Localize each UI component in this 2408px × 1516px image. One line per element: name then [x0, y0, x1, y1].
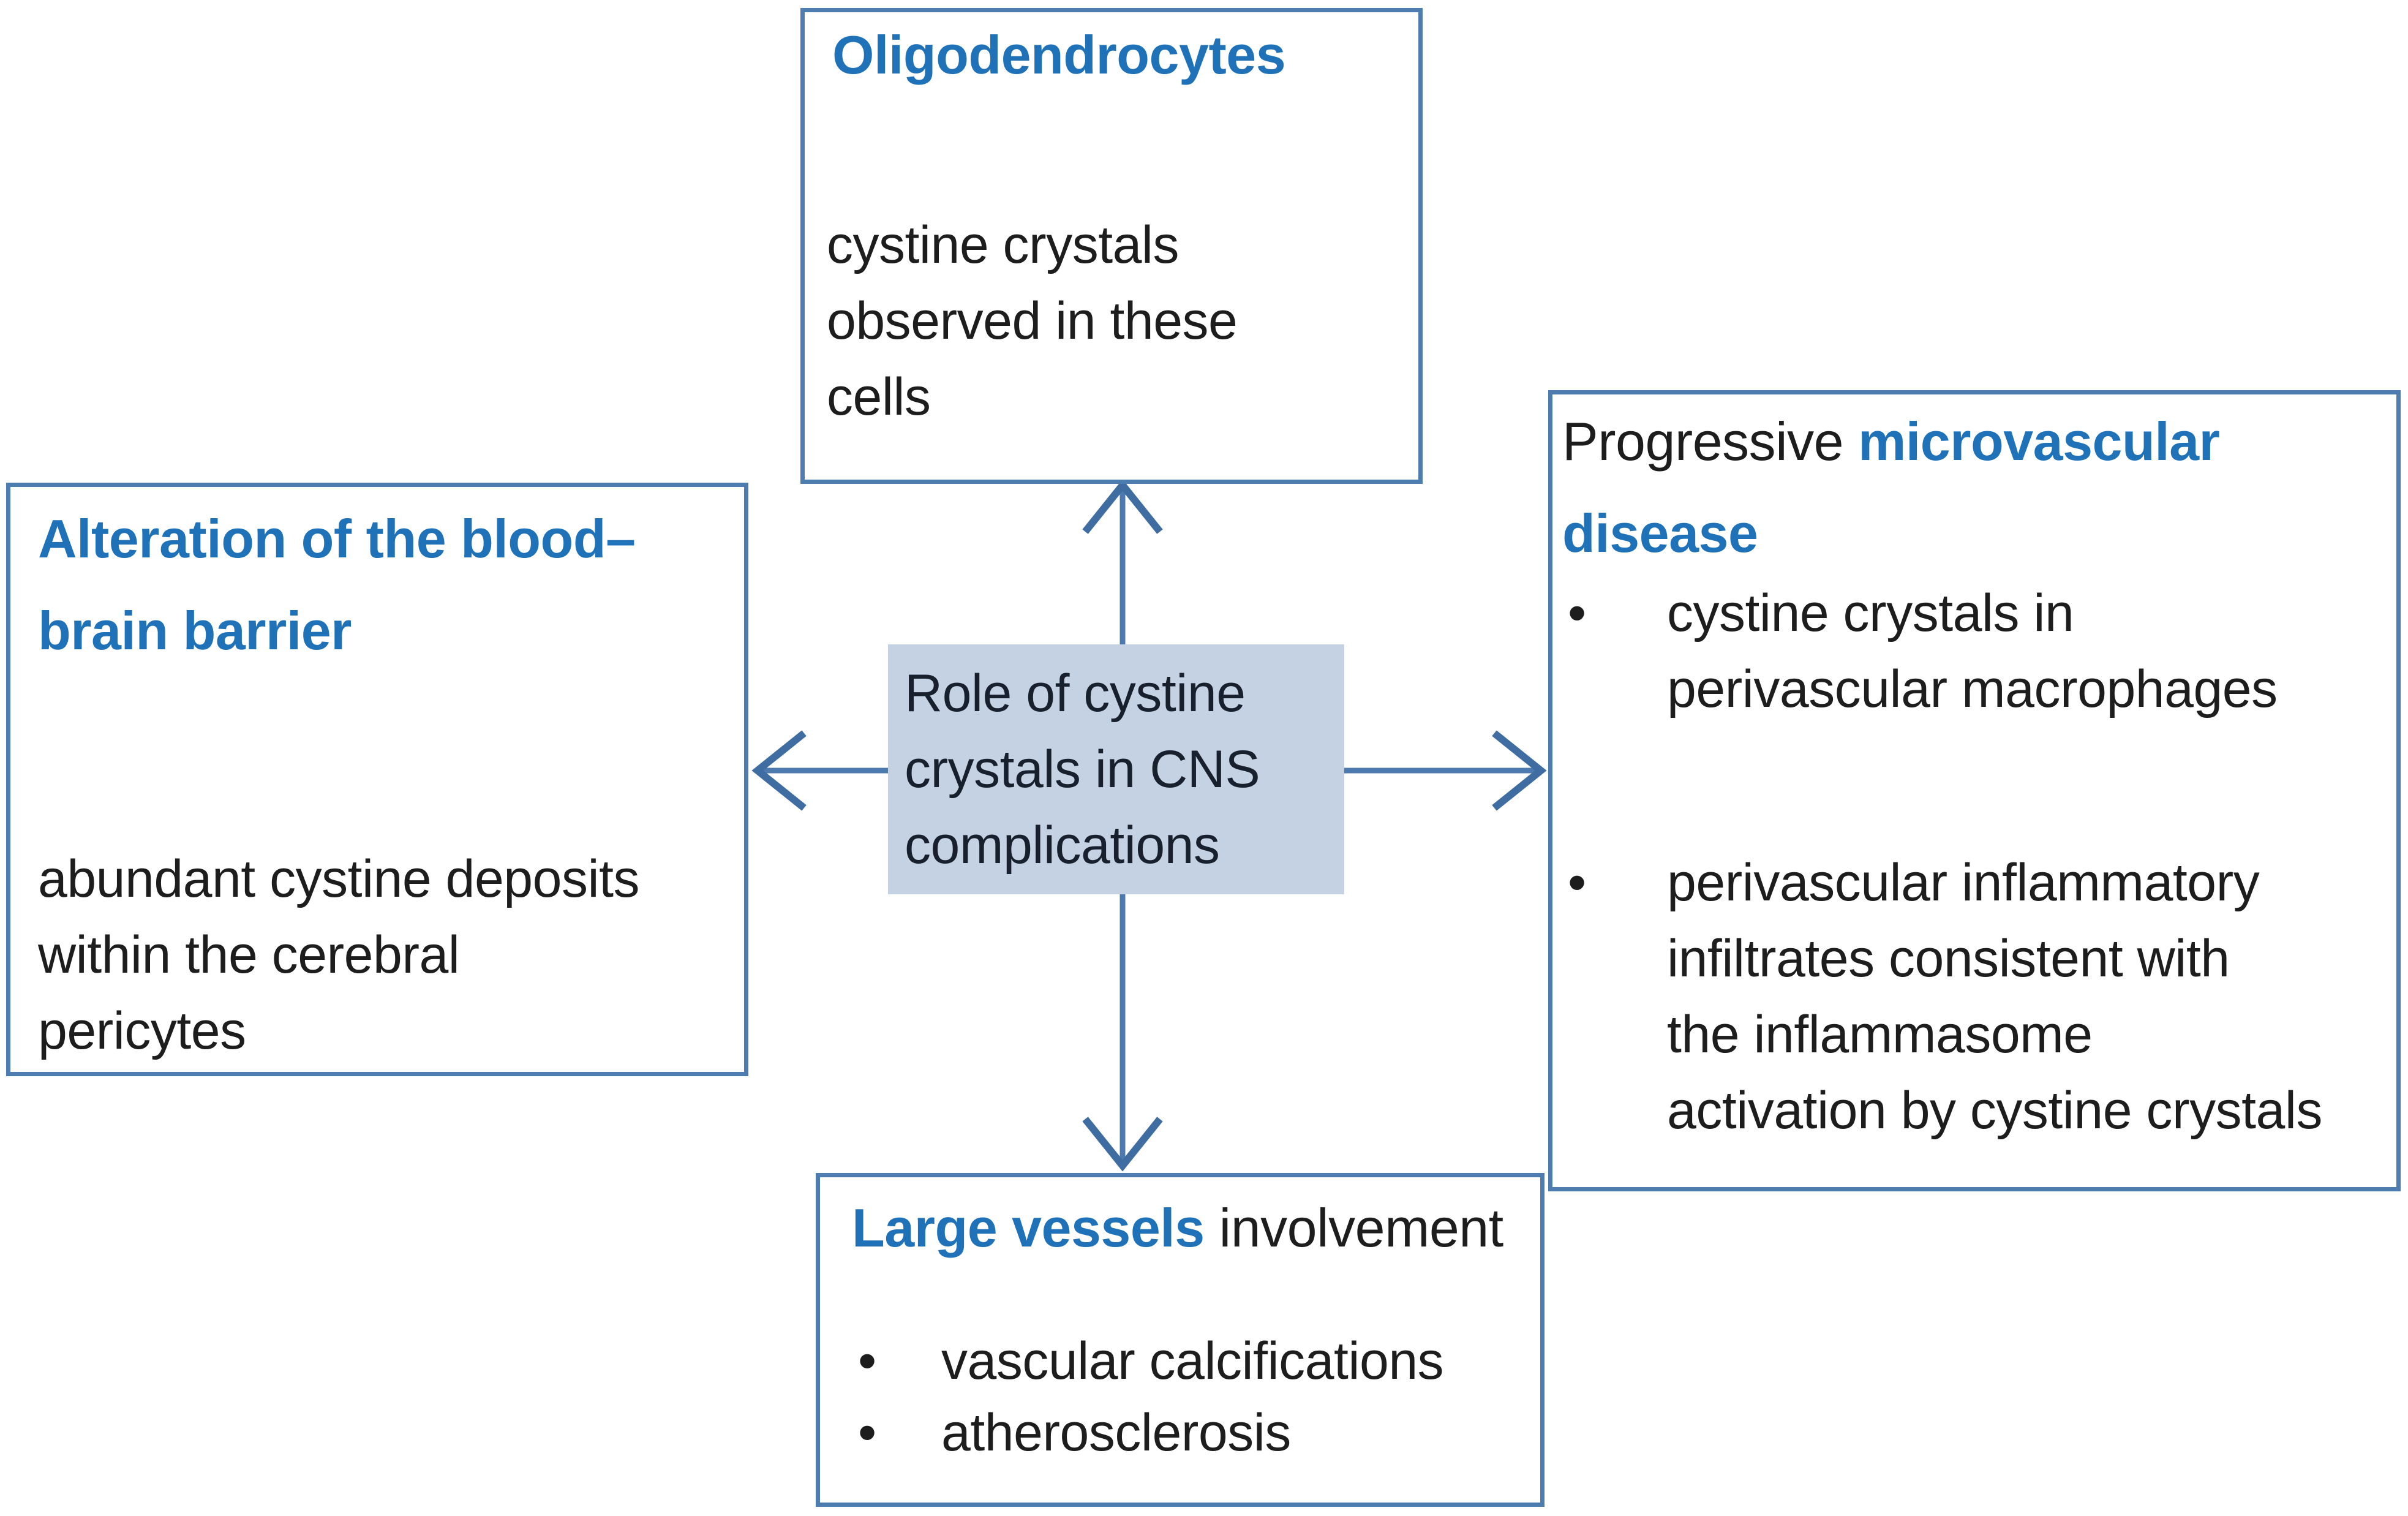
- body-line: atherosclerosis: [941, 1403, 1291, 1462]
- body-line: perivascular macrophages: [1667, 660, 2278, 718]
- body-line: activation by cystine crystals: [1667, 1081, 2322, 1140]
- body-line: abundant cystine deposits: [38, 850, 639, 908]
- arrow-up-icon: [1082, 479, 1163, 644]
- bullet-item: • atherosclerosis: [858, 1395, 1291, 1471]
- body-line: pericytes: [38, 1001, 246, 1060]
- large-vessels-box: Large vessels involvement • vascular cal…: [816, 1173, 1545, 1507]
- body-line: the inflammasome: [1667, 1005, 2093, 1064]
- title-line: brain barrier: [38, 600, 352, 661]
- bullet-item: • vascular calcifications: [858, 1323, 1444, 1399]
- body-line: observed in these: [827, 292, 1238, 350]
- bullet-icon: •: [1568, 853, 1586, 912]
- bullet-item: • cystine crystals in perivascular macro…: [1568, 575, 2278, 727]
- microvascular-disease-box: Progressive microvascular disease • cyst…: [1548, 390, 2401, 1191]
- arrow-left-icon: [751, 730, 888, 811]
- title-segment-blue: microvascular: [1858, 411, 2220, 472]
- title-segment-blue: Large vessels: [852, 1197, 1205, 1258]
- central-line: Role of cystine: [905, 664, 1246, 723]
- bullet-icon: •: [858, 1403, 876, 1462]
- blood-brain-barrier-box: Alteration of the blood– brain barrier a…: [6, 483, 748, 1076]
- title-segment-black: involvement: [1204, 1197, 1504, 1258]
- body-line: cystine crystals: [827, 216, 1180, 274]
- bullet-item: • perivascular inflammatory infiltrates …: [1568, 845, 2322, 1148]
- oligodendrocytes-title: Oligodendrocytes: [832, 25, 1286, 85]
- blood-brain-barrier-body: abundant cystine deposits within the cer…: [38, 841, 639, 1069]
- bullet-icon: •: [1568, 584, 1586, 643]
- title-segment-black: Progressive: [1562, 411, 1859, 472]
- bullet-text: atherosclerosis: [941, 1395, 1291, 1471]
- bullet-text: vascular calcifications: [941, 1323, 1444, 1399]
- bullet-icon: •: [858, 1332, 876, 1390]
- title-segment-blue: disease: [1562, 503, 1758, 564]
- microvascular-disease-title: Progressive microvascular disease: [1562, 396, 2220, 579]
- oligodendrocytes-box: Oligodendrocytes cystine crystals observ…: [800, 8, 1423, 484]
- body-line: perivascular inflammatory: [1667, 853, 2260, 912]
- bullet-text: perivascular inflammatory infiltrates co…: [1667, 845, 2322, 1148]
- oligodendrocytes-body: cystine crystals observed in these cells: [827, 207, 1238, 435]
- central-topic-box: Role of cystine crystals in CNS complica…: [888, 644, 1344, 894]
- central-line: crystals in CNS: [905, 740, 1260, 799]
- bullet-text: cystine crystals in perivascular macroph…: [1667, 575, 2278, 727]
- central-line: complications: [905, 816, 1220, 875]
- body-line: infiltrates consistent with: [1667, 929, 2230, 988]
- body-line: vascular calcifications: [941, 1332, 1444, 1390]
- blood-brain-barrier-title: Alteration of the blood– brain barrier: [38, 493, 636, 677]
- body-line: cystine crystals in: [1667, 584, 2074, 643]
- arrow-right-icon: [1344, 730, 1547, 811]
- central-topic-text: Role of cystine crystals in CNS complica…: [905, 655, 1260, 883]
- title-line: Alteration of the blood–: [38, 508, 636, 569]
- body-line: within the cerebral: [38, 926, 460, 984]
- body-line: cells: [827, 368, 931, 426]
- arrow-down-icon: [1082, 894, 1163, 1172]
- large-vessels-title: Large vessels involvement: [852, 1182, 1503, 1274]
